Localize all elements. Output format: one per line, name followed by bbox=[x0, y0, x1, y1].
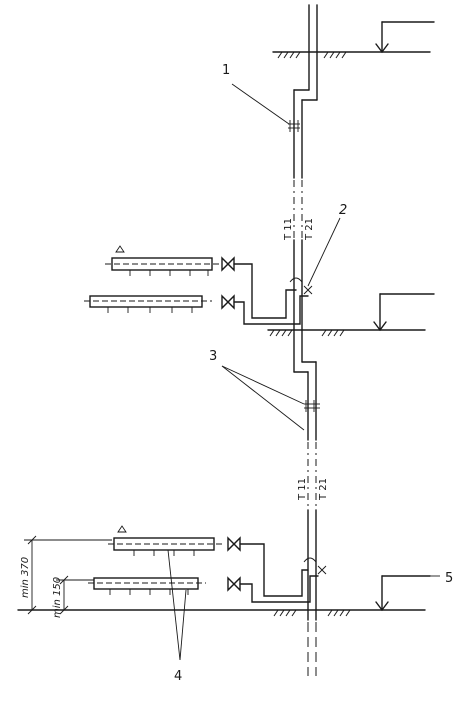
leader-4b bbox=[179, 589, 187, 661]
leader-3b bbox=[221, 365, 305, 431]
valve-middle-lower bbox=[221, 294, 235, 310]
connection-bottom bbox=[239, 543, 327, 603]
radiator-lower-middle bbox=[84, 295, 212, 313]
floor-level-bottom bbox=[17, 609, 426, 617]
dimension-lower-label: min 150 bbox=[52, 577, 63, 618]
dimension-lower bbox=[56, 575, 94, 615]
callout-4: 4 bbox=[174, 669, 182, 684]
leader-2 bbox=[307, 217, 341, 287]
radiator-lower-bottom bbox=[88, 577, 206, 595]
level-marker-middle bbox=[373, 293, 435, 332]
radiator-upper-middle bbox=[105, 245, 222, 276]
connection-middle bbox=[233, 263, 313, 325]
floor-level-middle bbox=[267, 329, 426, 337]
dimension-upper-label: min 370 bbox=[20, 557, 31, 598]
leader-4a bbox=[167, 549, 181, 661]
label-t11-upper: T 11 bbox=[283, 218, 294, 241]
valve-middle-upper bbox=[221, 256, 235, 272]
leader-3a bbox=[221, 365, 305, 405]
callout-3: 3 bbox=[209, 349, 217, 364]
expansion-joint-lower bbox=[304, 400, 320, 412]
valve-bottom-upper bbox=[227, 536, 241, 552]
expansion-joint-upper bbox=[288, 120, 300, 132]
leader-1 bbox=[231, 83, 290, 125]
dimension-upper bbox=[24, 535, 112, 615]
valve-bottom-lower bbox=[227, 576, 241, 592]
callout-1: 1 bbox=[222, 63, 230, 78]
radiator-upper-bottom bbox=[108, 525, 222, 556]
level-marker-top bbox=[375, 21, 435, 54]
callout-2: 2 bbox=[339, 203, 347, 218]
label-t21-upper: T 21 bbox=[304, 218, 315, 241]
level-marker-bottom bbox=[375, 575, 431, 612]
floor-level-top bbox=[272, 51, 431, 59]
riser-t21 bbox=[301, 4, 318, 676]
label-t11-lower: T 11 bbox=[297, 478, 308, 501]
callout-5: 5 bbox=[445, 571, 453, 586]
label-t21-lower: T 21 bbox=[318, 478, 329, 501]
